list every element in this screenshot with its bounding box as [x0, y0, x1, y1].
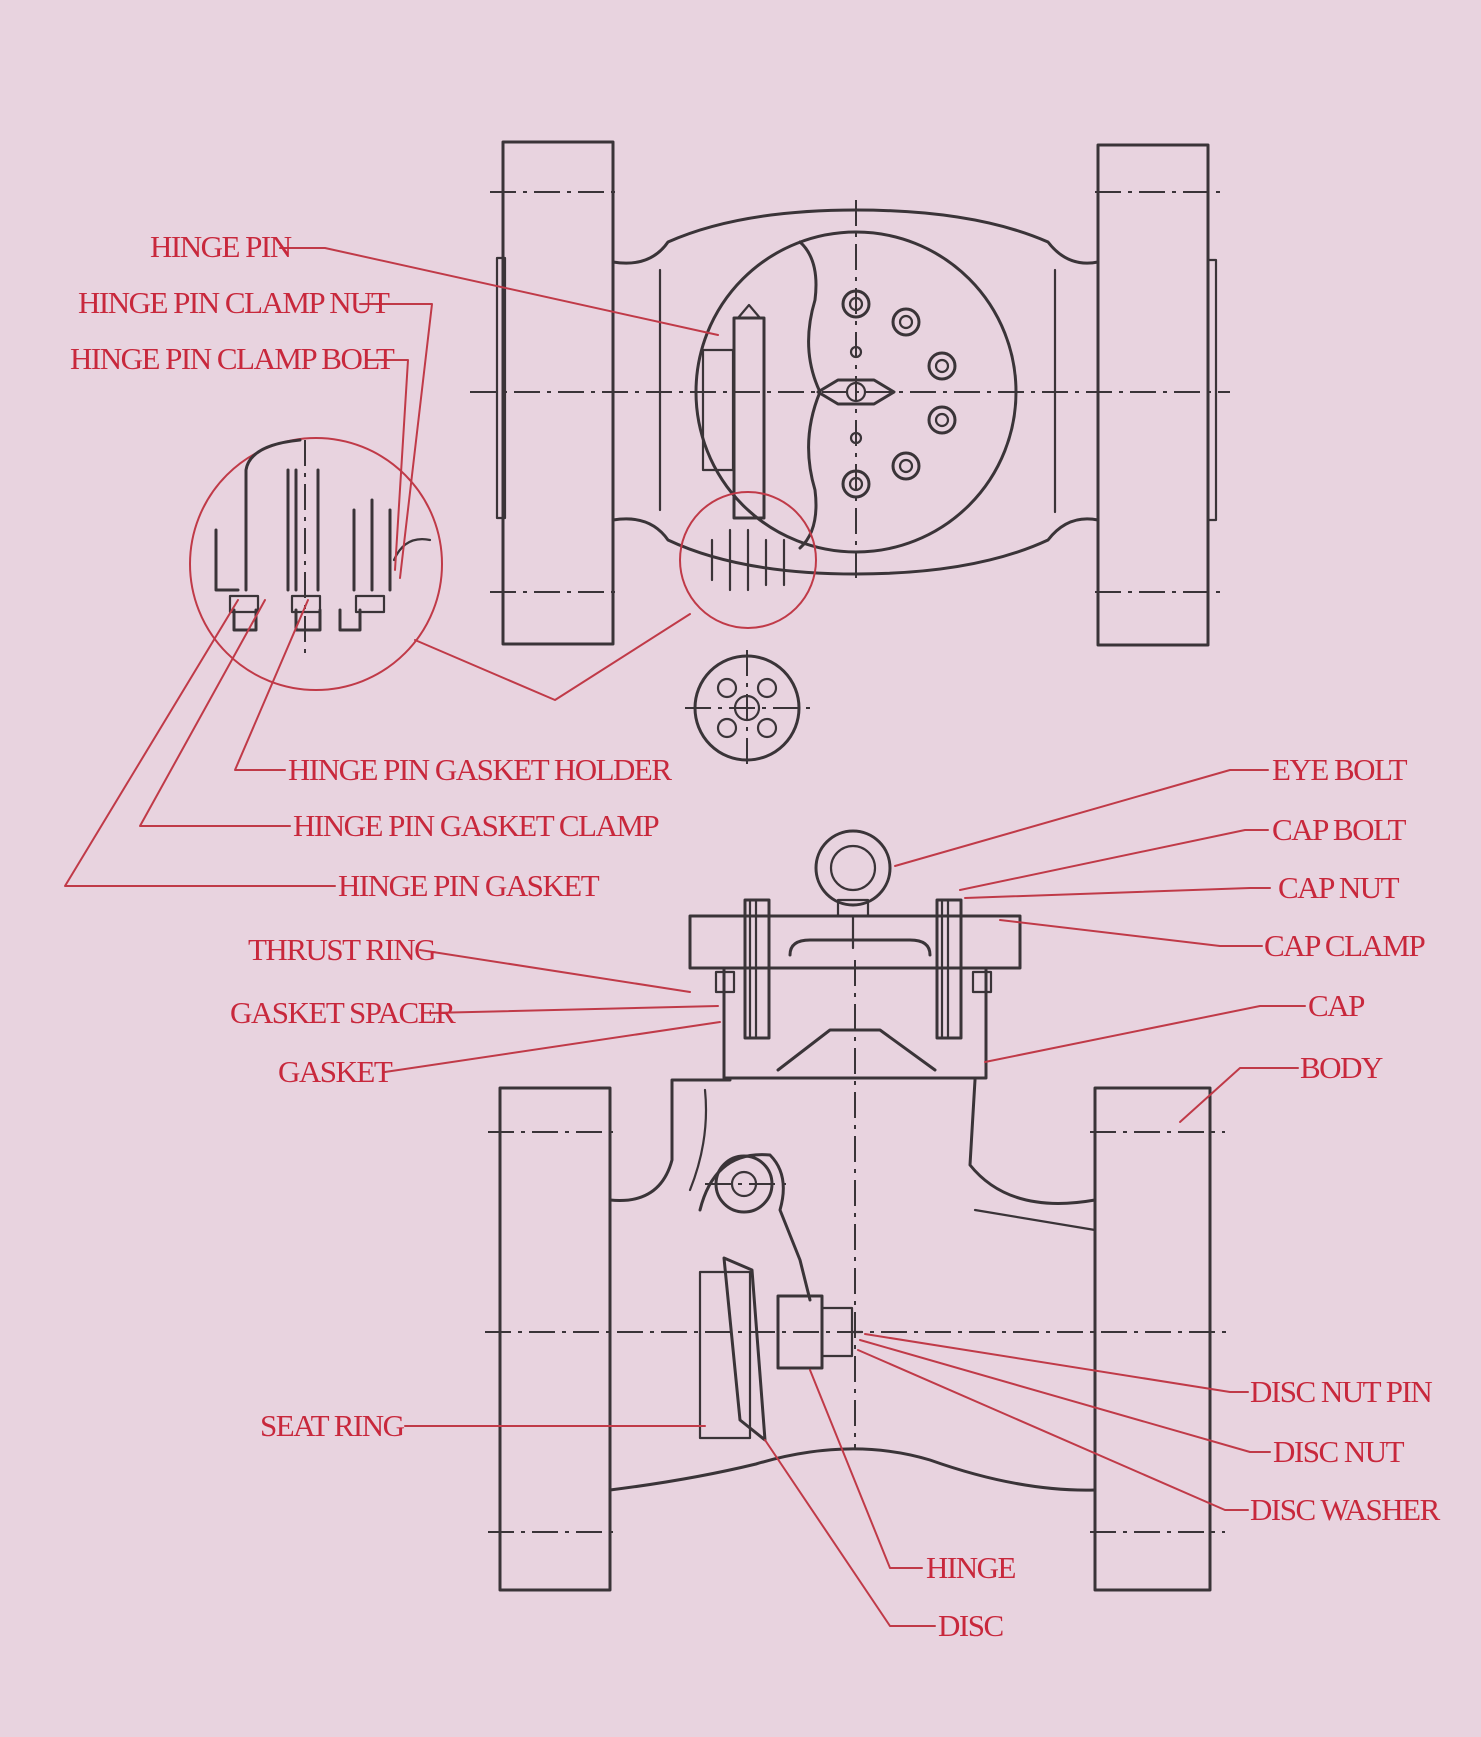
callout-labels: HINGE PIN HINGE PIN CLAMP NUT HINGE PIN …	[70, 229, 1442, 1643]
label-hinge-pin-clamp-nut: HINGE PIN CLAMP NUT	[78, 285, 390, 320]
label-seat-ring: SEAT RING	[260, 1408, 405, 1443]
top-centerlines	[470, 191, 1230, 593]
section-eye-bolt	[814, 829, 892, 950]
label-gasket-spacer: GASKET SPACER	[230, 995, 456, 1030]
label-hinge-pin-clamp-bolt: HINGE PIN CLAMP BOLT	[70, 341, 395, 376]
label-hinge: HINGE	[926, 1550, 1015, 1585]
label-thrust-ring: THRUST RING	[248, 932, 436, 967]
leader-lines	[64, 247, 1306, 1627]
label-cap-nut: CAP NUT	[1278, 870, 1400, 905]
label-eye-bolt: EYE BOLT	[1272, 752, 1408, 787]
hinge-pin-detail	[189, 437, 817, 701]
label-disc-nut-pin: DISC NUT PIN	[1250, 1374, 1432, 1409]
label-cap: CAP	[1308, 988, 1364, 1023]
label-hinge-pin-gasket-holder: HINGE PIN GASKET HOLDER	[288, 752, 672, 787]
section-body	[498, 1078, 1212, 1592]
section-disc-hinge	[698, 1153, 864, 1442]
top-right-flange	[1096, 143, 1218, 647]
bolt-pattern-view	[685, 650, 810, 765]
label-disc-nut: DISC NUT	[1273, 1434, 1405, 1469]
label-body: BODY	[1300, 1050, 1383, 1085]
section-centerlines	[485, 960, 1230, 1533]
label-cap-clamp: CAP CLAMP	[1264, 928, 1424, 963]
label-cap-bolt: CAP BOLT	[1272, 812, 1407, 847]
top-cap-bolts	[816, 289, 957, 499]
top-view	[470, 140, 1230, 647]
label-disc: DISC	[938, 1608, 1003, 1643]
label-disc-washer: DISC WASHER	[1250, 1492, 1441, 1527]
label-hinge-pin-gasket-clamp: HINGE PIN GASKET CLAMP	[293, 808, 658, 843]
top-hinge-pin	[701, 303, 786, 592]
label-gasket: GASKET	[278, 1054, 393, 1089]
label-hinge-pin-gasket: HINGE PIN GASKET	[338, 868, 600, 903]
label-hinge-pin: HINGE PIN	[150, 229, 292, 264]
section-view	[485, 829, 1230, 1592]
